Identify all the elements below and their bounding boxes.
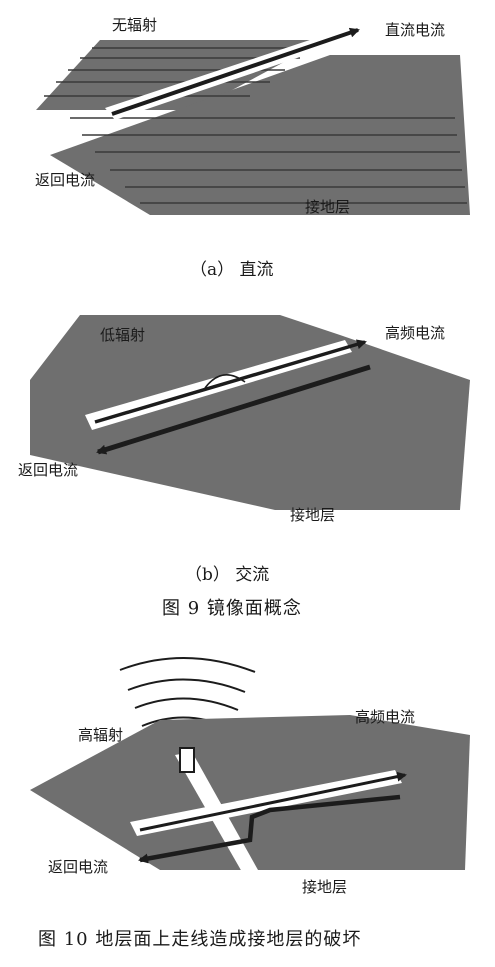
figure-10-caption: 图 10 地层面上走线造成接地层的破坏: [38, 929, 361, 950]
panel-a-dc-trace-arrow: [111, 27, 360, 116]
panel-c-hf-trace-arrow: [139, 771, 407, 832]
panel-a-label-return-current: 返回电流: [35, 171, 95, 189]
panel-a-caption: （a） 直流: [190, 260, 274, 280]
panel-a-label-ground: 接地层: [305, 198, 350, 216]
panel-b-label-ground: 接地层: [290, 506, 335, 524]
panel-c-label-hf-current: 高频电流: [355, 708, 415, 726]
panel-c-broken-ground: 高辐射 高频电流 返回电流 接地层: [30, 657, 470, 896]
panel-c-label-ground: 接地层: [302, 878, 347, 896]
panel-b-ac: 低辐射 高频电流 返回电流 接地层 （b） 交流: [18, 315, 470, 585]
panel-c-return-path-arrow: [138, 794, 401, 864]
panel-c-label-return-current: 返回电流: [48, 858, 108, 876]
panel-c-label-high-radiation: 高辐射: [78, 726, 123, 744]
panel-b-label-low-radiation: 低辐射: [100, 326, 145, 344]
panel-b-return-path-arrow: [96, 364, 371, 455]
panel-b-label-hf-current: 高频电流: [385, 324, 445, 342]
panel-b-label-return-current: 返回电流: [18, 461, 78, 479]
panel-b-ground-plane: [30, 315, 470, 510]
panel-c-via-stub: [179, 747, 195, 773]
panel-b-caption: （b） 交流: [185, 565, 269, 585]
panel-b-hf-trace-arrow: [94, 339, 367, 424]
figure-9-caption: 图 9 镜像面概念: [162, 597, 302, 619]
panel-a-label-no-radiation: 无辐射: [112, 16, 157, 34]
panel-a-label-dc-current: 直流电流: [385, 21, 445, 39]
panel-a-dc: 无辐射 直流电流 返回电流 接地层 （a） 直流: [35, 16, 470, 280]
